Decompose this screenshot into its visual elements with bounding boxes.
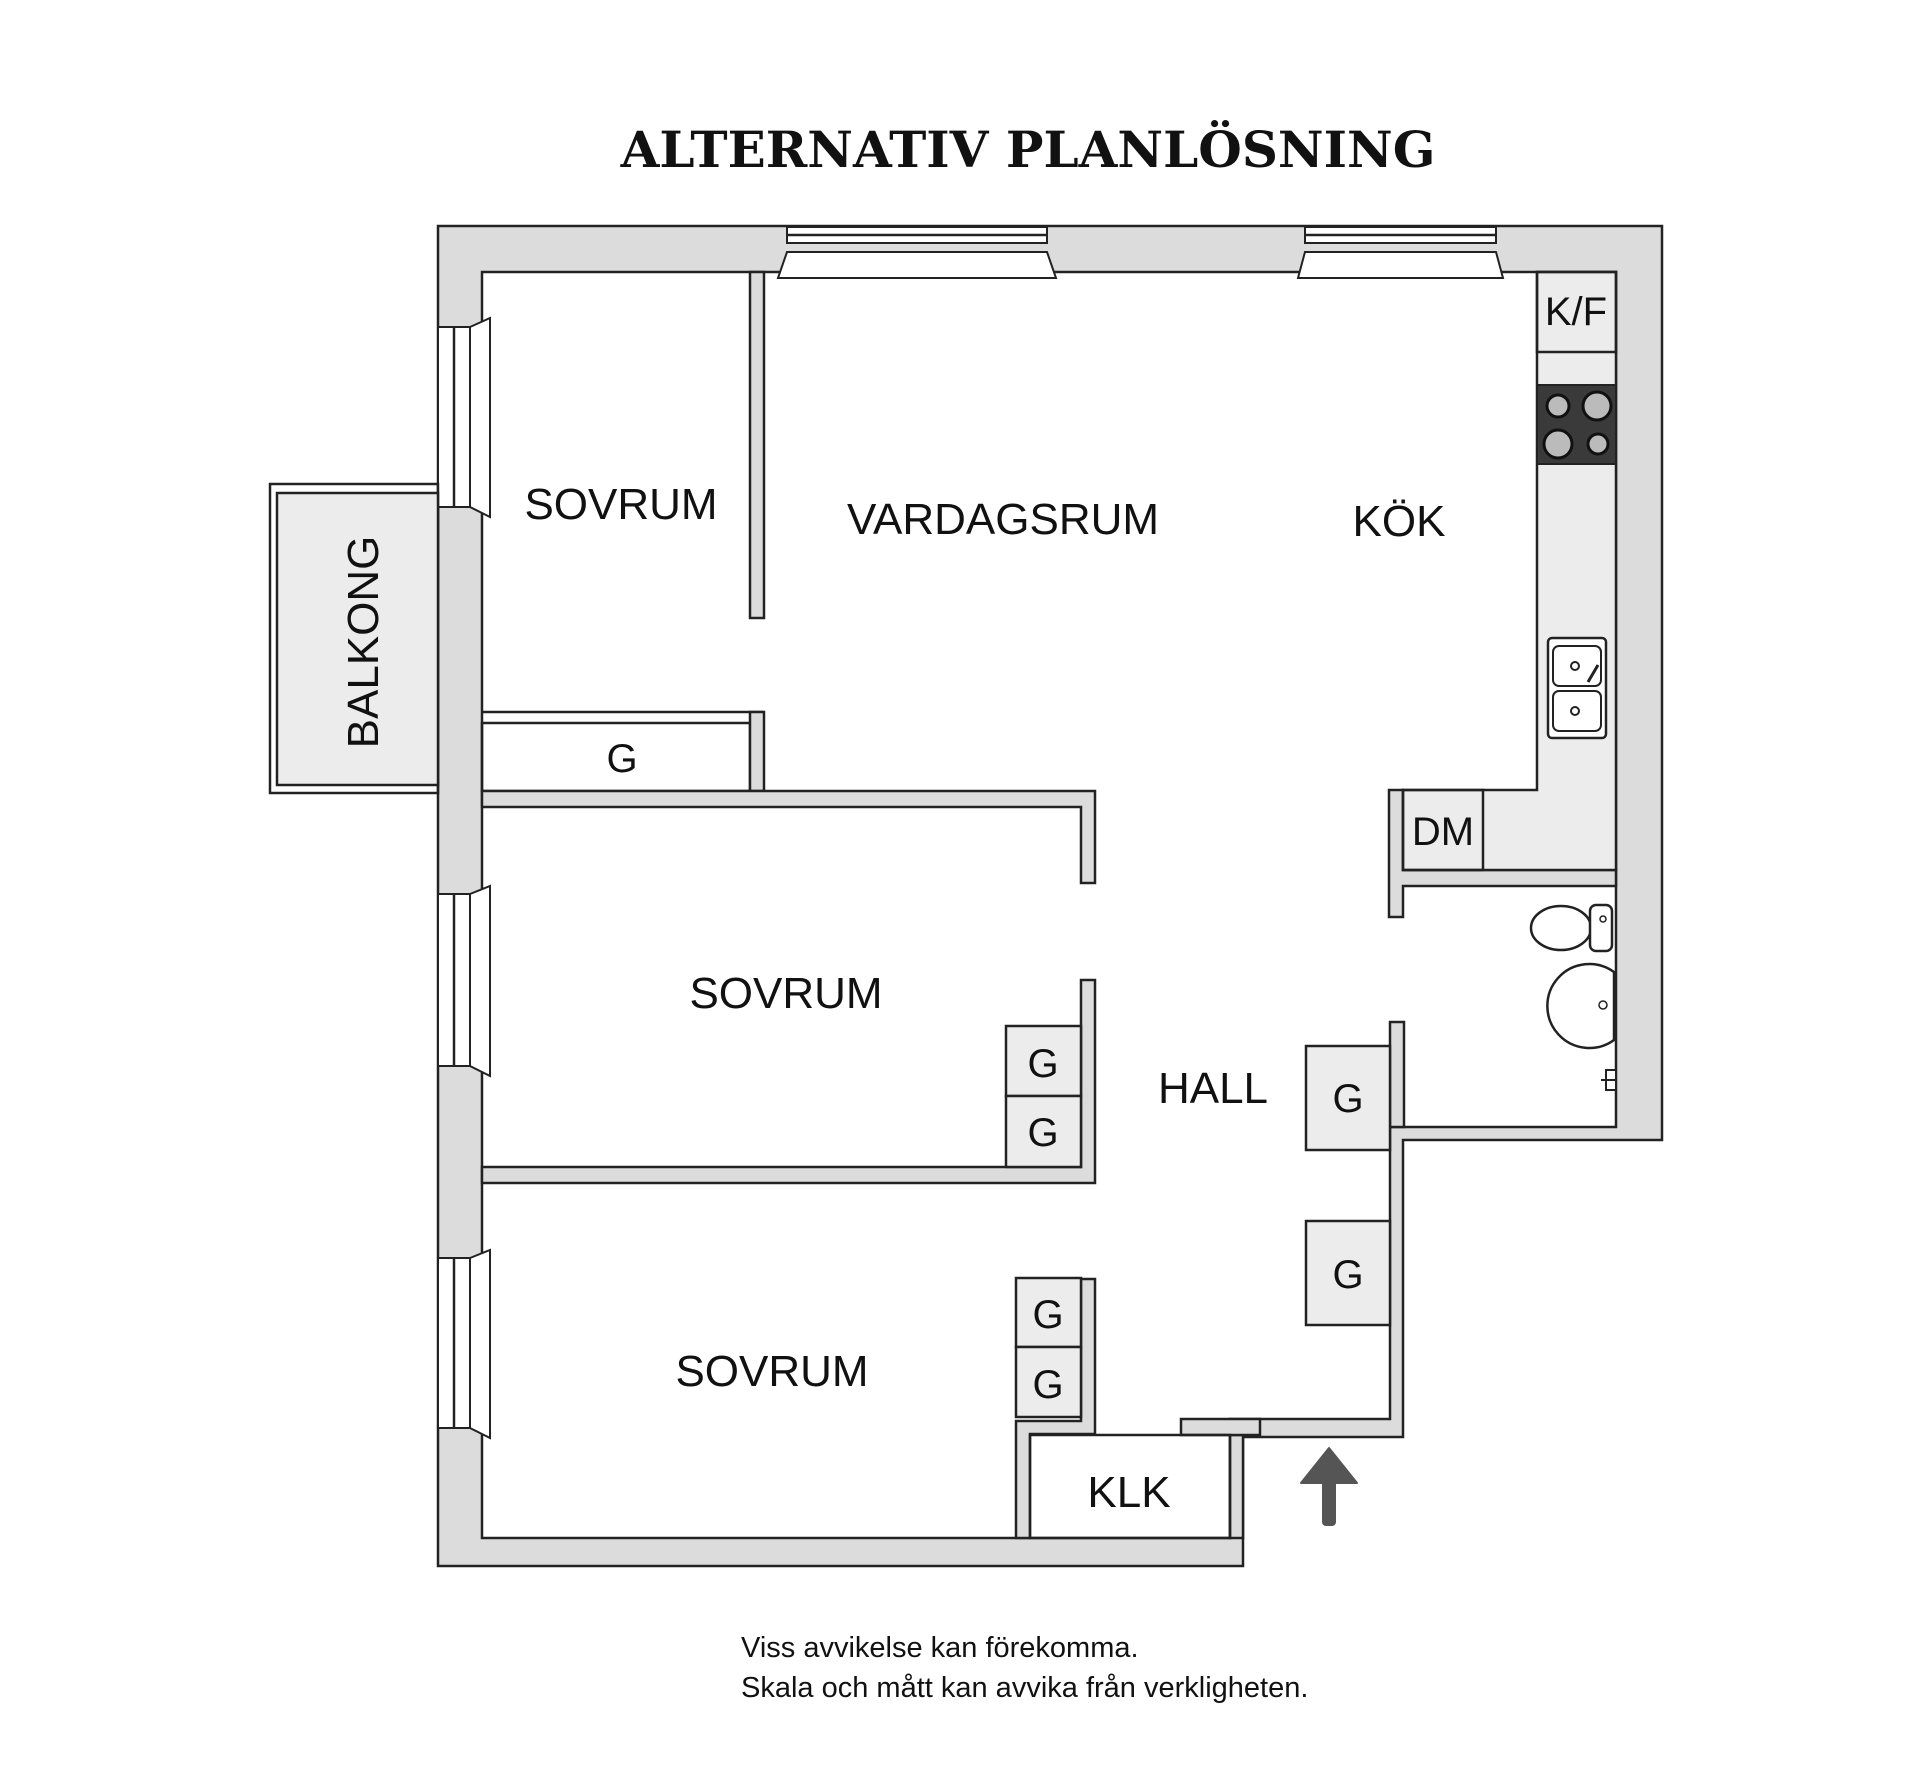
label-kf: K/F	[1545, 290, 1607, 334]
window-top-right	[1296, 226, 1505, 279]
disclaimer-line-1: Viss avvikelse kan förekomma.	[741, 1632, 1139, 1664]
wall-middle-sovrum-top	[480, 789, 1097, 885]
window-left-top	[437, 316, 491, 519]
window-left-bottom	[437, 1248, 491, 1440]
room-label-sovrum-mid: SOVRUM	[689, 969, 882, 1018]
tap-icon	[1601, 1069, 1617, 1091]
room-label-balkong: BALKONG	[339, 536, 388, 749]
stove-icon	[1536, 384, 1617, 465]
room-label-vardagsrum: VARDAGSRUM	[847, 495, 1159, 544]
window-left-mid	[437, 884, 491, 1078]
balcony	[268, 482, 440, 795]
washbasin-icon	[1546, 962, 1616, 1050]
label-g-hall-1: G	[1332, 1077, 1363, 1121]
closet-strip-post	[748, 710, 766, 793]
kitchen-counter	[1401, 270, 1618, 872]
disclaimer-line-2: Skala och mått kan avvika från verklighe…	[741, 1672, 1308, 1704]
label-dm: DM	[1412, 810, 1474, 854]
wall-entrance-stub	[1179, 1417, 1262, 1437]
wall-klk-right	[1228, 1433, 1245, 1540]
label-g-bottom-1: G	[1032, 1293, 1063, 1337]
window-top-left	[776, 226, 1058, 279]
room-label-sovrum-top: SOVRUM	[524, 480, 717, 529]
room-label-hall: HALL	[1158, 1064, 1268, 1113]
label-g-bottom-2: G	[1032, 1363, 1063, 1407]
klk-room	[1028, 1433, 1232, 1540]
room-label-sovrum-bottom: SOVRUM	[675, 1347, 868, 1396]
room-label-kok: KÖK	[1353, 497, 1446, 546]
closet-bottom-2	[1014, 1345, 1083, 1419]
closet-mid-2	[1004, 1094, 1083, 1169]
wall-sovrum-vardagsrum	[748, 270, 766, 620]
closet-hall-1	[1304, 1044, 1392, 1152]
sink-icon	[1546, 636, 1608, 740]
toilet-icon	[1529, 903, 1614, 953]
label-g-hall-2: G	[1332, 1253, 1363, 1297]
room-label-klk: KLK	[1087, 1468, 1170, 1517]
dishwasher	[1401, 788, 1485, 872]
closet-bottom-1	[1014, 1276, 1083, 1349]
plan-title: ALTERNATIV PLANLÖSNING	[620, 119, 1436, 179]
label-g-mid-1: G	[1027, 1042, 1058, 1086]
entrance-arrow-icon	[1300, 1447, 1358, 1526]
closet-hall-2	[1304, 1219, 1392, 1327]
label-g-strip: G	[606, 737, 637, 781]
label-g-mid-2: G	[1027, 1111, 1058, 1155]
wall-hall-right	[1388, 1020, 1406, 1129]
fridge-freezer	[1535, 270, 1618, 354]
